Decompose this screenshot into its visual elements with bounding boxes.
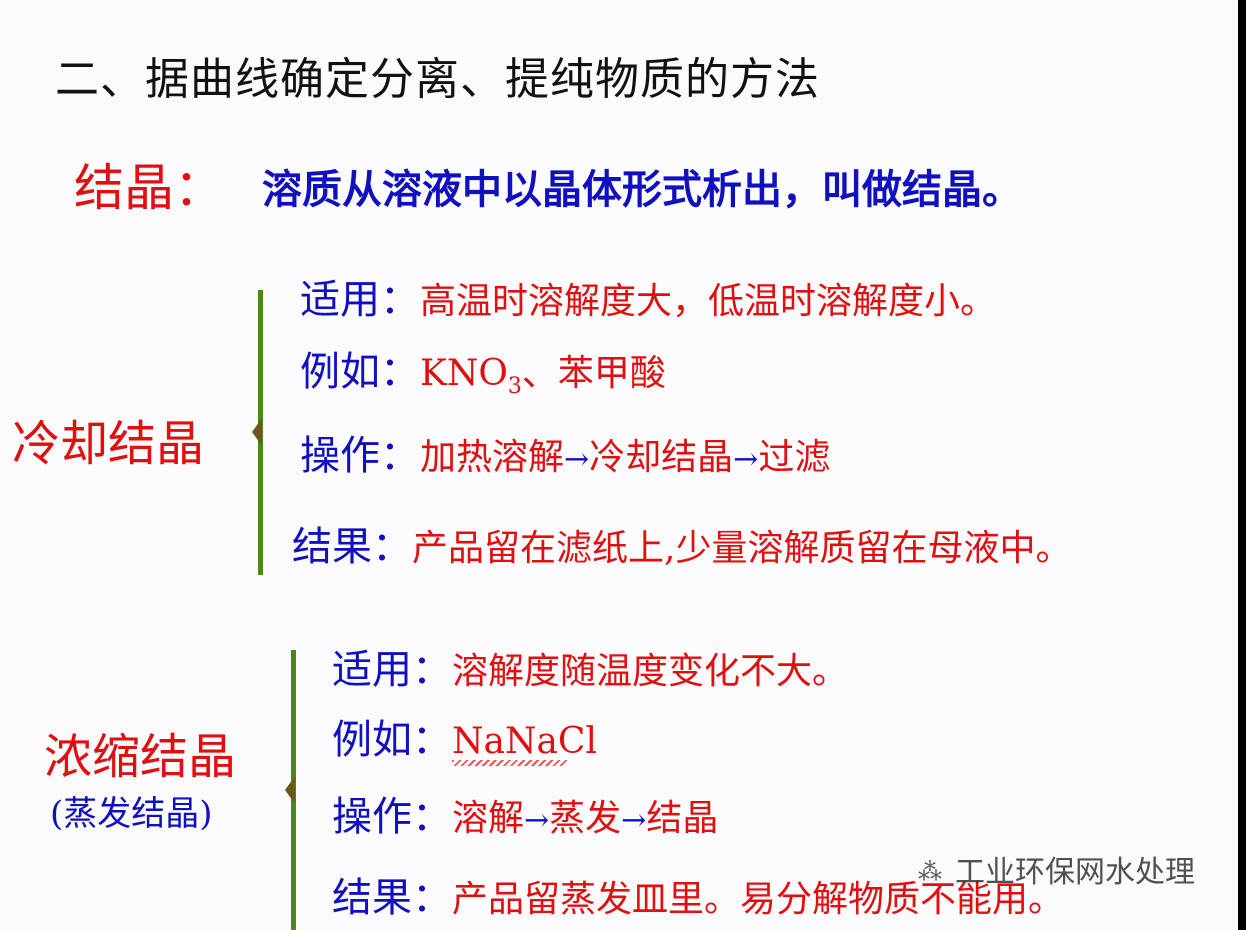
definition-term: 结晶： [74, 159, 224, 217]
step: 冷却结晶 [589, 437, 734, 478]
row-key: 例如： [300, 349, 420, 395]
arrow-icon: → [621, 803, 647, 838]
definition-text: 溶质从溶液中以晶体形式析出，叫做结晶。 [262, 166, 1022, 213]
row-value: KNO3、苯甲酸 [420, 353, 666, 398]
brace-tip-evaporation [285, 776, 295, 804]
row-applicable-cooling: 适用：高温时溶解度大，低温时溶解度小。 [300, 280, 996, 320]
step: 过滤 [758, 437, 831, 478]
formula-tail: 、苯甲酸 [521, 353, 666, 394]
formula-main: KNO [420, 353, 508, 394]
row-key: 操作： [300, 433, 420, 479]
formula-subscript: 3 [507, 374, 522, 400]
row-value: 产品留在滤纸上,少量溶解质留在母液中。 [412, 528, 1072, 569]
step: 加热溶解 [420, 437, 565, 478]
step: 溶解 [452, 798, 525, 839]
row-value: NaNaCl [452, 721, 597, 766]
step: 蒸发 [549, 798, 622, 839]
page-title: 二、据曲线确定分离、提纯物质的方法 [55, 54, 820, 105]
section-sublabel-evaporation: (蒸发结晶) [50, 794, 213, 834]
row-result-evaporation: 结果：产品留蒸发皿里。易分解物质不能用。 [332, 878, 1064, 918]
row-key: 适用： [332, 647, 452, 693]
row-key: 例如： [332, 717, 452, 763]
row-operation-evaporation: 操作：溶解→蒸发→结晶 [332, 797, 718, 837]
right-edge-bar [1238, 0, 1246, 930]
brace-tip-cooling [252, 418, 262, 446]
arrow-icon: → [564, 442, 590, 477]
row-example-cooling: 例如：KNO3、苯甲酸 [300, 352, 666, 398]
row-operation-cooling: 操作：加热溶解→冷却结晶→过滤 [300, 436, 830, 476]
row-key: 结果： [292, 524, 412, 570]
row-value: 溶解度随温度变化不大。 [452, 651, 849, 692]
row-applicable-evaporation: 适用：溶解度随温度变化不大。 [332, 650, 848, 690]
arrow-icon: → [733, 442, 759, 477]
wechat-icon: ⁂ [918, 858, 942, 886]
row-value: 高温时溶解度大，低温时溶解度小。 [420, 281, 997, 322]
arrow-icon: → [524, 803, 550, 838]
row-key: 操作： [332, 794, 452, 840]
section-label-evaporation: 浓缩结晶 [44, 729, 237, 785]
row-result-cooling: 结果：产品留在滤纸上,少量溶解质留在母液中。 [292, 527, 1071, 567]
formula: NaNaCl [452, 721, 597, 762]
watermark-text: 工业环保网水处理 [955, 855, 1195, 890]
section-label-cooling: 冷却结晶 [12, 416, 205, 472]
row-key: 适用： [300, 277, 420, 323]
row-example-evaporation: 例如：NaNaCl [332, 717, 597, 766]
spellcheck-underline [452, 760, 567, 766]
row-value: 产品留蒸发皿里。易分解物质不能用。 [452, 879, 1065, 920]
step: 结晶 [646, 798, 719, 839]
row-key: 结果： [332, 875, 452, 921]
